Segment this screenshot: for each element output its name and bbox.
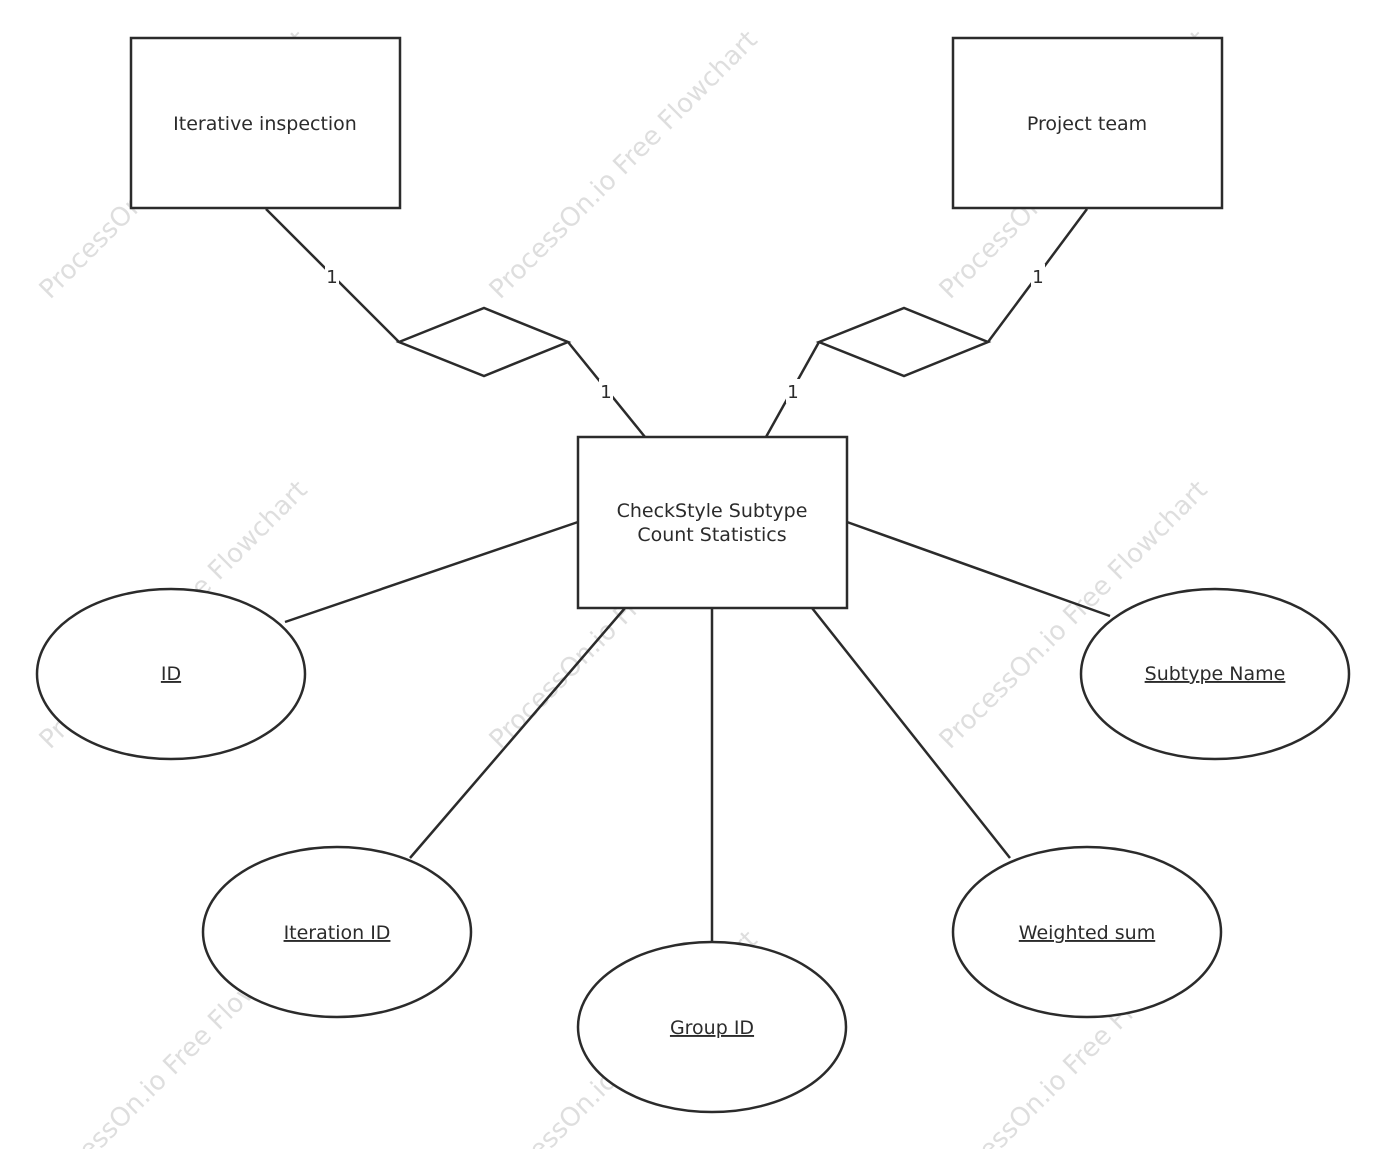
- attribute-subtype-name-label: Subtype Name: [1145, 663, 1286, 685]
- attribute-weighted-sum-label: Weighted sum: [1019, 922, 1155, 944]
- relationship-diamond-right[interactable]: [815, 306, 992, 378]
- entity-iterative-inspection-box[interactable]: [129, 36, 402, 210]
- attribute-iteration-id[interactable]: Iteration ID: [201, 845, 473, 1019]
- cardinality-layer: 1 1 1 1: [325, 264, 1045, 403]
- entity-main-label-line1: CheckStyle Subtype: [617, 500, 808, 522]
- attribute-iteration-id-label: Iteration ID: [284, 922, 391, 944]
- attribute-weighted-sum[interactable]: Weighted sum: [951, 845, 1223, 1019]
- attribute-iteration-id-ellipse[interactable]: [201, 845, 473, 1019]
- cardinality-iterative-relationship: 1: [326, 267, 337, 288]
- entity-iterative-inspection[interactable]: Iterative inspection: [129, 36, 402, 210]
- cardinality-main-relationship-right: 1: [787, 382, 798, 403]
- edge-main-to-weighted-sum[interactable]: [811, 607, 1011, 859]
- attribute-id-ellipse[interactable]: [35, 587, 307, 761]
- entity-project-team-label: Project team: [1027, 113, 1147, 135]
- attribute-group-id-ellipse[interactable]: [576, 940, 848, 1114]
- attribute-subtype-name-ellipse[interactable]: [1079, 587, 1351, 761]
- relationship-diamond-left[interactable]: [395, 306, 572, 378]
- edge-main-to-iteration-id[interactable]: [409, 607, 626, 859]
- edge-main-to-id[interactable]: [284, 520, 579, 624]
- attribute-id-label: ID: [161, 663, 181, 685]
- entity-iterative-inspection-label: Iterative inspection: [173, 113, 357, 135]
- attribute-subtype-name[interactable]: Subtype Name: [1079, 587, 1351, 761]
- edge-main-to-subtype-name[interactable]: [846, 520, 1111, 618]
- entity-main-box[interactable]: [576, 435, 849, 610]
- entity-project-team-box[interactable]: [951, 36, 1224, 210]
- entity-main-label-line2: Count Statistics: [637, 524, 786, 546]
- cardinality-relationship-project: 1: [1032, 267, 1043, 288]
- cardinality-relationship-main-left: 1: [600, 382, 611, 403]
- attribute-group-id[interactable]: Group ID: [576, 940, 848, 1114]
- attribute-group-id-label: Group ID: [670, 1017, 754, 1039]
- attribute-weighted-sum-ellipse[interactable]: [951, 845, 1223, 1019]
- watermark-text: ProcessOn.io Free Flowchart: [484, 25, 764, 305]
- attribute-id[interactable]: ID: [35, 587, 307, 761]
- entity-checkstyle-subtype-count-statistics[interactable]: CheckStyle Subtype Count Statistics: [576, 435, 849, 610]
- entity-project-team[interactable]: Project team: [951, 36, 1224, 210]
